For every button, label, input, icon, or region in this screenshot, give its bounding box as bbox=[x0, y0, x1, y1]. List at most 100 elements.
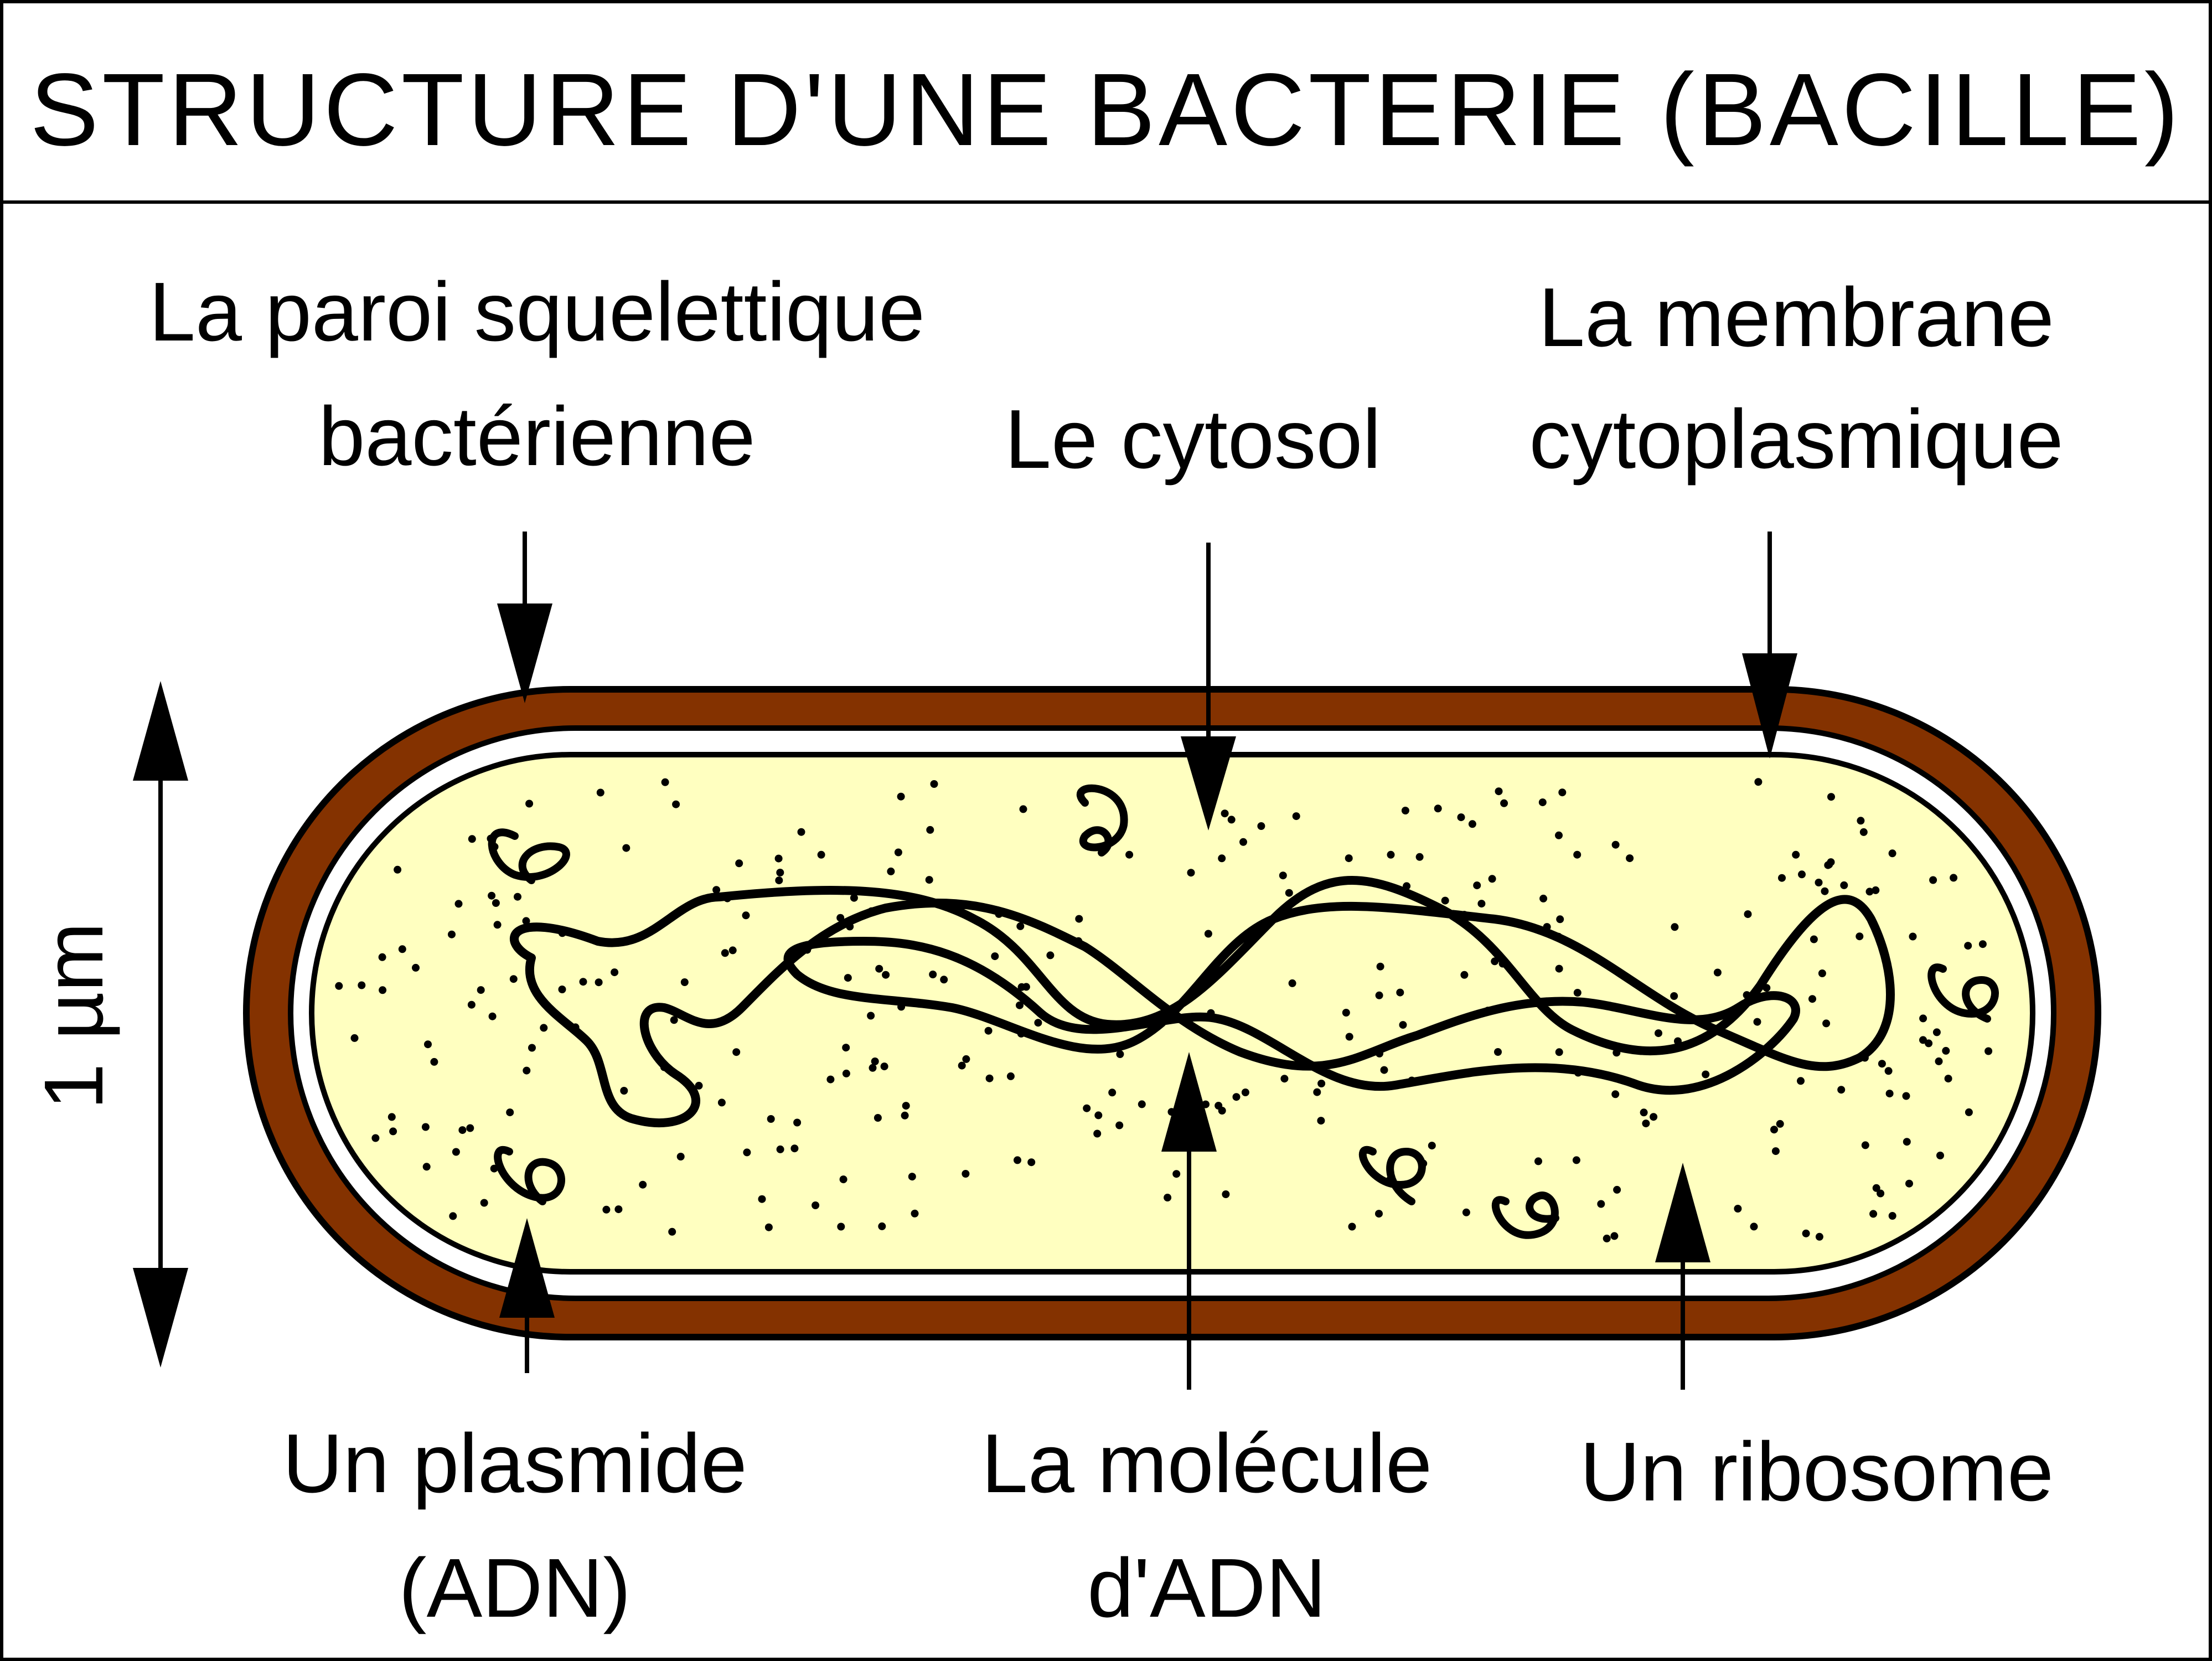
ribosome-dot bbox=[962, 1055, 970, 1063]
ribosome-dot bbox=[1932, 1028, 1941, 1036]
ribosome-dot bbox=[1573, 989, 1582, 997]
ribosome-dot bbox=[1375, 1210, 1383, 1218]
ribosome-dot bbox=[1441, 896, 1449, 905]
ribosome-dot bbox=[1375, 991, 1383, 999]
ribosome-dot bbox=[1984, 1047, 1993, 1055]
ribosome-dot bbox=[930, 780, 938, 788]
label-membrane-line1: La membrane bbox=[1538, 270, 2054, 364]
ribosome-dot bbox=[817, 850, 825, 859]
ribosome-dot bbox=[1573, 850, 1582, 859]
arrowhead-plasmide bbox=[499, 1218, 555, 1318]
ribosome-dot bbox=[842, 1069, 850, 1077]
ribosome-dot bbox=[421, 1123, 430, 1131]
ribosome-dot bbox=[894, 848, 902, 857]
ribosome-dot bbox=[371, 1134, 380, 1142]
ribosome-dot bbox=[1965, 1108, 1973, 1116]
ribosome-dot bbox=[1964, 942, 1972, 950]
ribosome-dot bbox=[901, 1111, 909, 1120]
ribosome-dot bbox=[1810, 935, 1818, 943]
ribosome-dot bbox=[1313, 1088, 1321, 1096]
ribosome-dot bbox=[1827, 793, 1835, 801]
ribosome-dot bbox=[897, 792, 905, 801]
ribosome-dot bbox=[668, 1227, 676, 1236]
ribosome-dot bbox=[488, 891, 496, 900]
plasmid-loop bbox=[1358, 1146, 1426, 1205]
dna-nucleoid bbox=[509, 876, 1895, 1128]
ribosome-dot bbox=[477, 986, 485, 994]
ribosome-dot bbox=[1856, 932, 1864, 941]
ribosome-dot bbox=[1597, 1200, 1605, 1208]
ribosome-dot bbox=[1116, 1050, 1124, 1058]
ribosome-dot bbox=[1477, 900, 1486, 908]
ribosome-dot bbox=[1936, 1152, 1944, 1159]
ribosome-dot bbox=[492, 899, 500, 907]
ribosome-dot bbox=[1555, 831, 1563, 839]
label-plasmide-line2: (ADN) bbox=[399, 1541, 630, 1634]
ribosome-dot bbox=[1857, 817, 1865, 825]
ribosome-dot bbox=[925, 876, 933, 884]
scale-arrowhead-bottom bbox=[133, 1268, 188, 1368]
ribosome-dot bbox=[1488, 875, 1496, 883]
plasmids bbox=[488, 784, 1999, 1239]
ribosome-dot bbox=[389, 1127, 397, 1136]
label-scale: 1 µm bbox=[27, 922, 120, 1110]
label-membrane-line2: cytoplasmique bbox=[1529, 392, 2063, 486]
ribosome-dot bbox=[1257, 822, 1265, 830]
ribosome-dot bbox=[1797, 1077, 1805, 1085]
ribosome-dot bbox=[467, 1000, 476, 1009]
ribosome-dot bbox=[1468, 820, 1476, 828]
ribosome-dot bbox=[676, 1153, 685, 1160]
ribosome-dot bbox=[991, 952, 999, 961]
ribosome-dot bbox=[1935, 1057, 1943, 1065]
arrowhead-paroi bbox=[497, 603, 552, 703]
ribosome-dot bbox=[1415, 853, 1424, 861]
ribosome-dot bbox=[887, 867, 895, 875]
ribosome-dot bbox=[880, 1062, 888, 1071]
label-adn-line2: d'ADN bbox=[1087, 1541, 1326, 1634]
ribosome-dot bbox=[926, 826, 934, 834]
ribosome-dot bbox=[1019, 805, 1027, 813]
ribosome-dot bbox=[1837, 1086, 1846, 1094]
ribosome-dot bbox=[793, 1118, 802, 1127]
ribosome-dot bbox=[842, 1044, 850, 1052]
ribosome-dot bbox=[1396, 988, 1404, 997]
ribosome-dot bbox=[958, 1061, 966, 1070]
ribosome-dot bbox=[378, 953, 386, 961]
ribosome-dot bbox=[878, 1222, 886, 1230]
ribosome-dot bbox=[812, 1201, 820, 1209]
ribosome-dot bbox=[1903, 1138, 1911, 1146]
bacterium-cell bbox=[243, 686, 2101, 1340]
ribosome-dot bbox=[523, 1066, 531, 1075]
ribosome-dot bbox=[1164, 1194, 1172, 1201]
ribosome-dot bbox=[639, 1180, 647, 1189]
ribosome-dot bbox=[394, 865, 402, 874]
ribosome-dot bbox=[776, 869, 784, 876]
ribosome-dot bbox=[1204, 930, 1212, 938]
ribosome-dot bbox=[717, 1098, 726, 1107]
ribosome-dot bbox=[1885, 1090, 1894, 1098]
ribosome-dot bbox=[1822, 1019, 1831, 1028]
ribosome-dot bbox=[767, 1115, 775, 1123]
ribosome-dot bbox=[908, 1173, 916, 1181]
ribosome-dot bbox=[837, 1222, 845, 1231]
ribosome-dot bbox=[1611, 1090, 1620, 1098]
ribosome-dot bbox=[611, 968, 619, 977]
ribosome-dot bbox=[1495, 787, 1503, 796]
ribosome-dot bbox=[1222, 1190, 1230, 1198]
label-adn-line1: La molécule bbox=[981, 1416, 1432, 1510]
ribosome-dot bbox=[493, 921, 502, 929]
ribosome-dot bbox=[1317, 1080, 1326, 1087]
scale-arrowhead-top bbox=[133, 681, 188, 781]
ribosome-dot bbox=[1925, 1039, 1933, 1048]
ribosome-dot bbox=[614, 1205, 623, 1214]
arrowhead-cytosol bbox=[1181, 736, 1236, 830]
ribosome-dot bbox=[1462, 1208, 1470, 1216]
ribosome-dot bbox=[940, 976, 948, 984]
ribosome-dot bbox=[1292, 812, 1300, 821]
ribosome-dot bbox=[1744, 910, 1752, 919]
ribosome-dot bbox=[1909, 932, 1917, 941]
ribosome-dot bbox=[522, 917, 530, 925]
ribosome-dot bbox=[1473, 881, 1481, 890]
ribosome-dot bbox=[458, 1126, 467, 1134]
ribosome-dot bbox=[358, 981, 366, 989]
